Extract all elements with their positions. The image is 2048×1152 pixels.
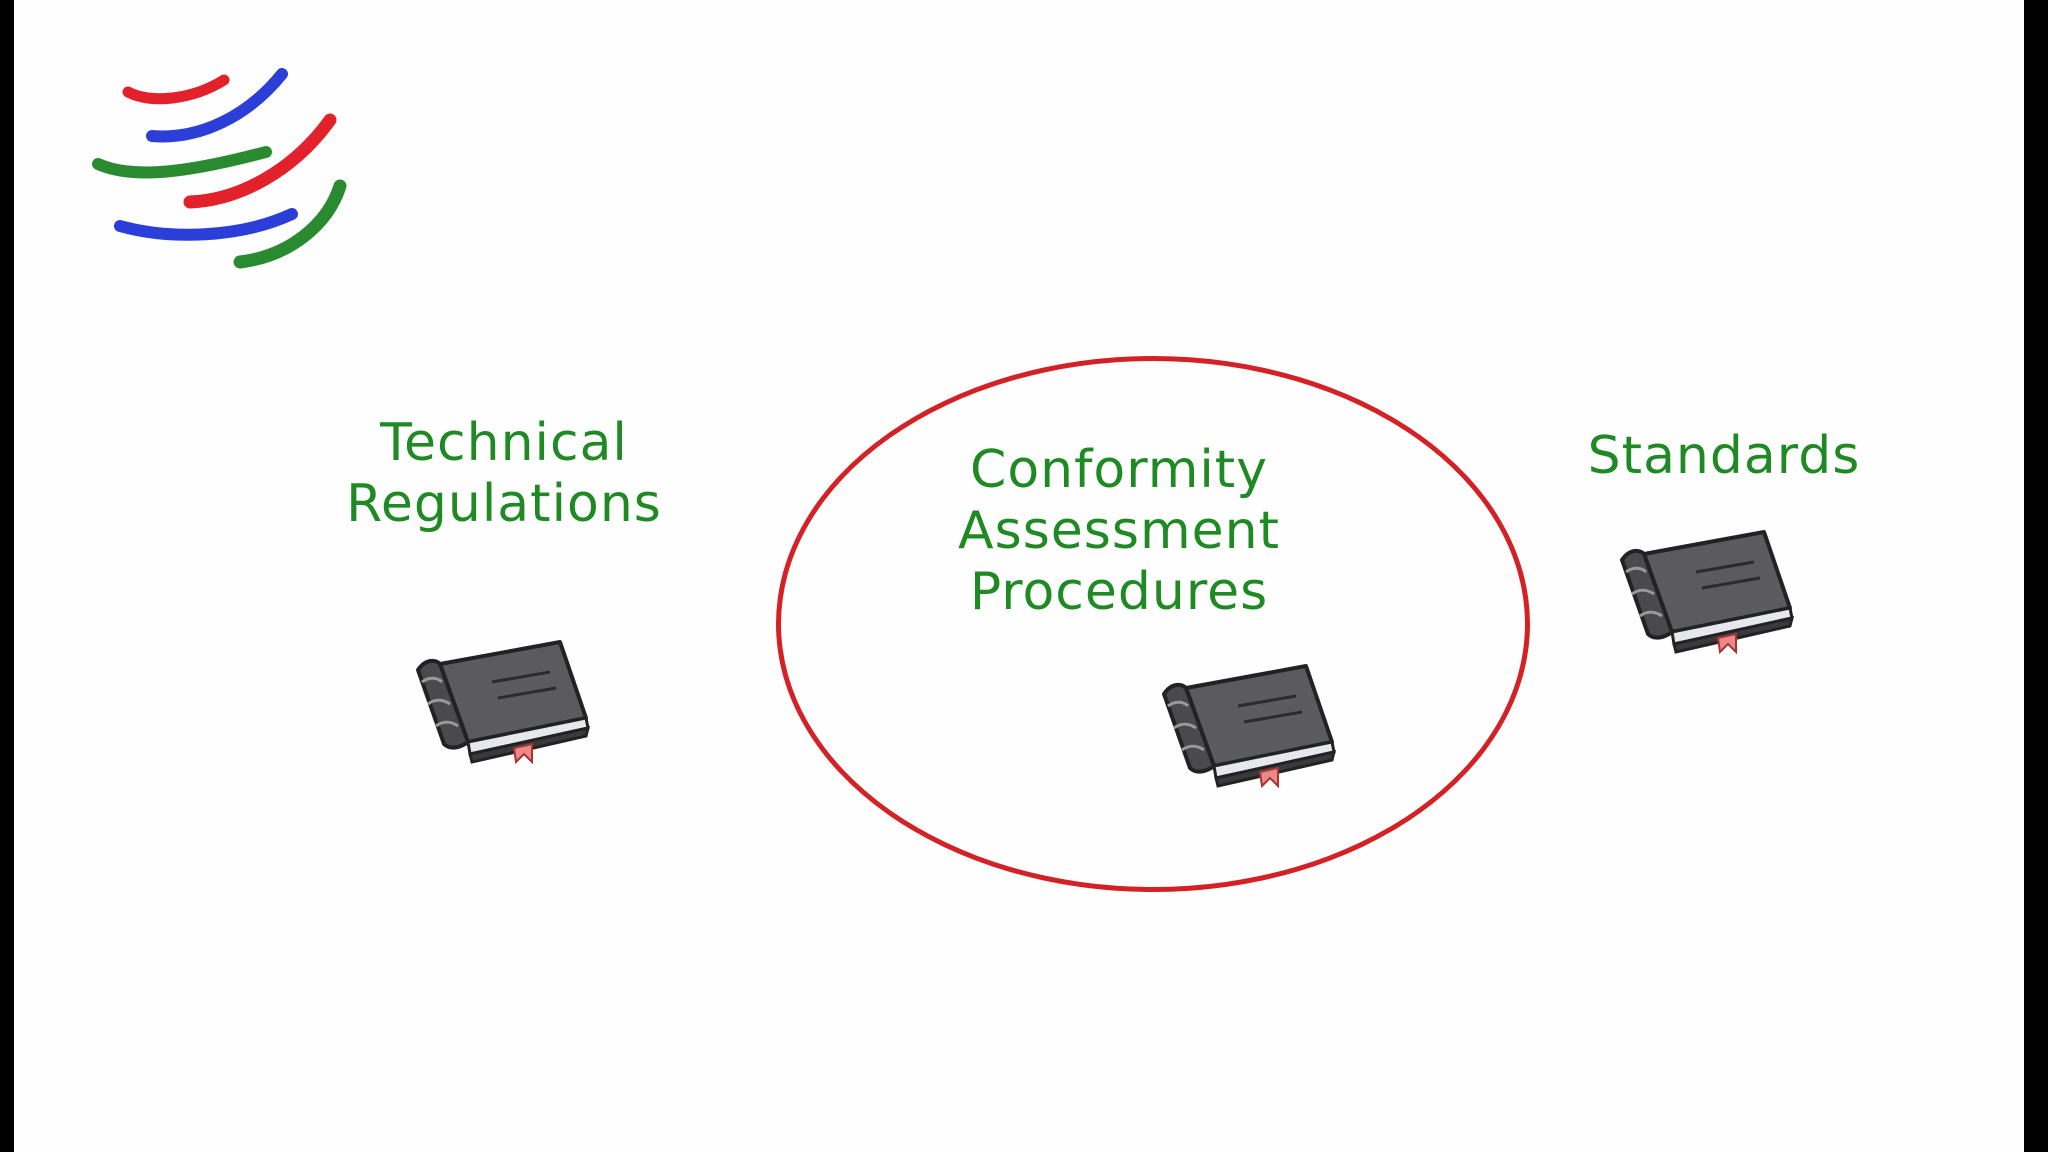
node-label-technical-regulations: Technical Regulations [294,413,714,535]
book-icon [1620,530,1795,654]
node-label-standards: Standards [1544,426,1904,487]
label-line: Regulations [346,474,662,534]
highlight-ellipse [776,356,1530,892]
label-line: Technical [380,413,628,473]
label-line: Standards [1587,426,1861,486]
wto-logo-icon [92,68,347,269]
slide: Technical Regulations Conformity Assessm… [14,0,2024,1152]
book-icon [416,640,591,764]
book-icon [1162,664,1337,788]
